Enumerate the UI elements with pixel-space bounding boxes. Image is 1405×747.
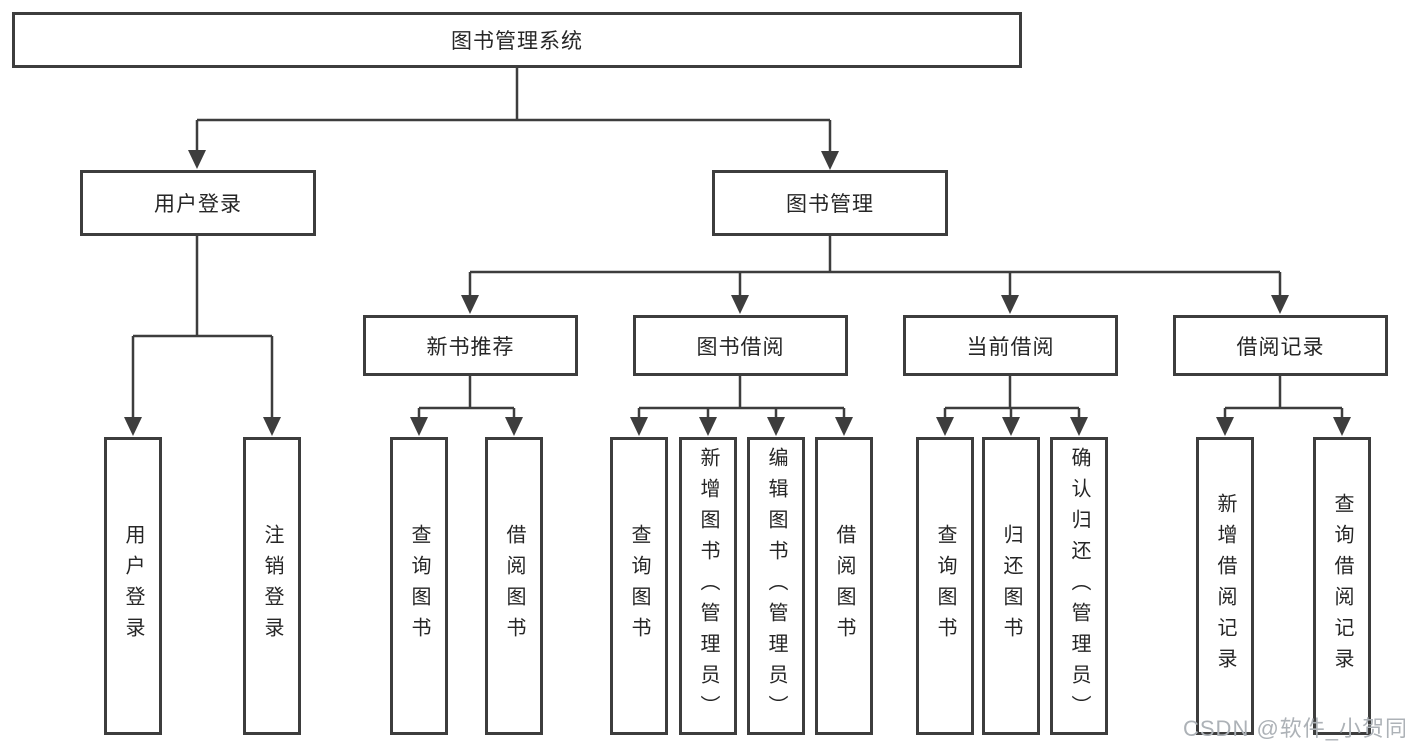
- node-label: 借阅记录: [1236, 335, 1325, 359]
- leaf-label: 查询图书: [628, 524, 650, 648]
- leaf-add-book-admin: 新增图书（管理员）: [679, 437, 737, 735]
- node-root-label: 图书管理系统: [451, 30, 583, 53]
- csdn-watermark: CSDN @软件_小贺同学: [1183, 716, 1405, 741]
- node-current-borrowing: 当前借阅: [903, 315, 1118, 376]
- leaf-label: 用户登录: [122, 524, 144, 648]
- leaf-user-login: 用户登录: [104, 437, 162, 735]
- leaf-label: 确认归还（管理员）: [1068, 446, 1090, 726]
- leaf-query-books: 查询图书: [916, 437, 974, 735]
- leaf-label: 查询图书: [408, 524, 430, 648]
- node-new-book-recommend: 新书推荐: [363, 315, 578, 376]
- leaf-label: 归还图书: [1000, 524, 1022, 648]
- leaf-label: 查询图书: [934, 524, 956, 648]
- node-label: 新书推荐: [426, 335, 515, 359]
- leaf-add-borrow-record: 新增借阅记录: [1196, 437, 1254, 735]
- node-label: 用户登录: [154, 193, 242, 216]
- leaf-logout: 注销登录: [243, 437, 301, 735]
- leaf-label: 新增借阅记录: [1214, 493, 1236, 679]
- leaf-label: 借阅图书: [833, 524, 855, 648]
- leaf-query-borrow-record: 查询借阅记录: [1313, 437, 1371, 735]
- leaf-label: 新增图书（管理员）: [697, 446, 719, 726]
- node-root-system: 图书管理系统: [12, 12, 1022, 68]
- node-label: 图书管理: [786, 193, 874, 216]
- leaf-return-books: 归还图书: [982, 437, 1040, 735]
- leaf-borrow-books: 借阅图书: [485, 437, 543, 735]
- node-book-borrowing: 图书借阅: [633, 315, 848, 376]
- leaf-query-books: 查询图书: [390, 437, 448, 735]
- node-label: 当前借阅: [966, 335, 1055, 359]
- leaf-borrow-books: 借阅图书: [815, 437, 873, 735]
- leaf-label: 借阅图书: [503, 524, 525, 648]
- leaf-edit-book-admin: 编辑图书（管理员）: [747, 437, 805, 735]
- leaf-label: 编辑图书（管理员）: [765, 446, 787, 726]
- node-label: 图书借阅: [696, 335, 785, 359]
- node-book-management: 图书管理: [712, 170, 948, 236]
- node-borrowing-records: 借阅记录: [1173, 315, 1388, 376]
- leaf-confirm-return-admin: 确认归还（管理员）: [1050, 437, 1108, 735]
- node-user-login: 用户登录: [80, 170, 316, 236]
- leaf-query-books: 查询图书: [610, 437, 668, 735]
- leaf-label: 查询借阅记录: [1331, 493, 1353, 679]
- leaf-label: 注销登录: [261, 524, 283, 648]
